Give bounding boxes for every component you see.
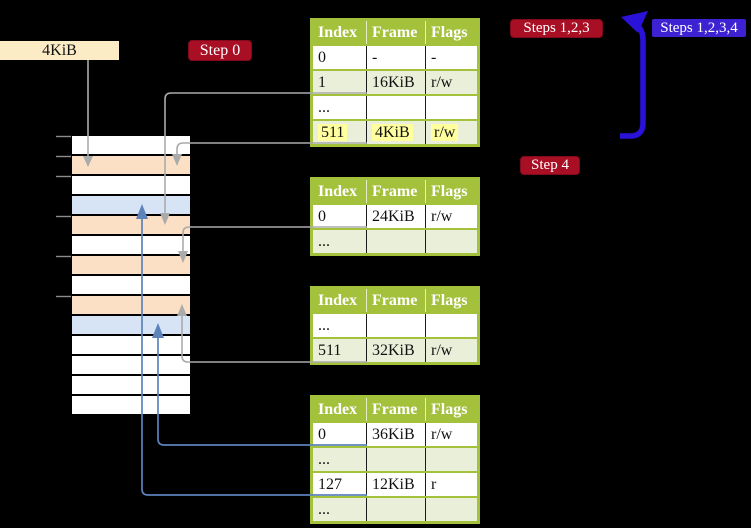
- header-frame: Frame: [366, 287, 426, 313]
- cell-index: 0: [311, 44, 367, 70]
- header-index: Index: [311, 19, 367, 45]
- cell-index: 127: [311, 471, 367, 497]
- table-row: 0 24KiB r/w: [311, 203, 479, 229]
- cell-index: 0: [311, 421, 367, 447]
- cell-frame: -: [366, 44, 426, 70]
- cell-frame: 32KiB: [366, 337, 426, 364]
- cell-index: 511: [311, 337, 367, 364]
- table-header-row: Index Frame Flags: [311, 396, 479, 422]
- memory-cell-13: [72, 396, 190, 414]
- page-table-3: Index Frame Flags ... 511 32KiB r/w: [310, 286, 480, 365]
- cell-index: ...: [311, 312, 367, 338]
- cell-frame: 24KiB: [366, 203, 426, 229]
- table-row: 127 12KiB r: [311, 471, 479, 497]
- header-index: Index: [311, 287, 367, 313]
- table-row: ...: [311, 496, 479, 523]
- cell-index: ...: [311, 446, 367, 472]
- cell-index: ...: [311, 94, 367, 120]
- cell-flags: r/w: [425, 119, 479, 146]
- step0-badge: Step 0: [188, 40, 252, 61]
- table-header-row: Index Frame Flags: [311, 287, 479, 313]
- cell-flags: [425, 94, 479, 120]
- header-frame: Frame: [366, 396, 426, 422]
- page-table-4: Index Frame Flags 0 36KiB r/w ... 127 12…: [310, 395, 480, 524]
- cell-frame: [366, 312, 426, 338]
- table-header-row: Index Frame Flags: [311, 19, 479, 45]
- highlight-span: 4KiB: [372, 123, 413, 141]
- memory-cell-1: [72, 156, 190, 174]
- page-table-2: Index Frame Flags 0 24KiB r/w ...: [310, 177, 480, 256]
- cell-index: ...: [311, 496, 367, 523]
- memory-cell-9: [72, 316, 190, 334]
- highlight-span: r/w: [431, 123, 459, 141]
- cell-frame: 36KiB: [366, 421, 426, 447]
- cell-index: 0: [311, 203, 367, 229]
- memory-cell-12: [72, 376, 190, 394]
- page-size-label: 4KiB: [0, 41, 119, 60]
- cell-frame: 4KiB: [366, 119, 426, 146]
- loop-back-arrow: [620, 11, 648, 139]
- cell-frame: [366, 228, 426, 255]
- step4-badge: Step 4: [520, 156, 580, 175]
- memory-cell-8: [72, 296, 190, 314]
- steps123-badge: Steps 1,2,3: [510, 19, 603, 38]
- table-row: ...: [311, 446, 479, 472]
- ruler-ticks: [56, 135, 71, 298]
- table-row: ...: [311, 228, 479, 255]
- header-flags: Flags: [425, 287, 479, 313]
- memory-cell-10: [72, 336, 190, 354]
- header-frame: Frame: [366, 178, 426, 204]
- table-row: 0 36KiB r/w: [311, 421, 479, 447]
- cell-frame: [366, 446, 426, 472]
- cell-frame: 12KiB: [366, 471, 426, 497]
- header-frame: Frame: [366, 19, 426, 45]
- table-row: 0 - -: [311, 44, 479, 70]
- cell-flags: r/w: [425, 337, 479, 364]
- cell-flags: r/w: [425, 203, 479, 229]
- table-header-row: Index Frame Flags: [311, 178, 479, 204]
- table-row-highlighted: 511 4KiB r/w: [311, 119, 479, 146]
- header-flags: Flags: [425, 396, 479, 422]
- table-row: 511 32KiB r/w: [311, 337, 479, 364]
- memory-cell-7: [72, 276, 190, 294]
- header-flags: Flags: [425, 19, 479, 45]
- cell-flags: [425, 312, 479, 338]
- header-index: Index: [311, 178, 367, 204]
- highlight-span: 511: [318, 123, 348, 141]
- page-table-1: Index Frame Flags 0 - - 1 16KiB r/w ... …: [310, 18, 480, 147]
- table-row: ...: [311, 312, 479, 338]
- cell-flags: [425, 228, 479, 255]
- table-row: ...: [311, 94, 479, 120]
- cell-index: 1: [311, 69, 367, 95]
- cell-flags: r/w: [425, 69, 479, 95]
- cell-index: ...: [311, 228, 367, 255]
- header-index: Index: [311, 396, 367, 422]
- memory-cell-6: [72, 256, 190, 274]
- cell-index: 511: [311, 119, 367, 146]
- memory-cell-2: [72, 176, 190, 194]
- cell-flags: r/w: [425, 421, 479, 447]
- table-row: 1 16KiB r/w: [311, 69, 479, 95]
- memory-cell-0: [72, 136, 190, 154]
- header-flags: Flags: [425, 178, 479, 204]
- cell-flags: [425, 446, 479, 472]
- arrowhead-upleft-icon: [621, 11, 648, 33]
- cell-frame: 16KiB: [366, 69, 426, 95]
- memory-cell-11: [72, 356, 190, 374]
- cell-frame: [366, 496, 426, 523]
- memory-cell-3: [72, 196, 190, 214]
- cell-flags: r: [425, 471, 479, 497]
- cell-flags: [425, 496, 479, 523]
- memory-stack: [72, 136, 190, 416]
- steps1234-badge: Steps 1,2,3,4: [652, 19, 746, 37]
- memory-cell-4: [72, 216, 190, 234]
- memory-cell-5: [72, 236, 190, 254]
- cell-flags: -: [425, 44, 479, 70]
- cell-frame: [366, 94, 426, 120]
